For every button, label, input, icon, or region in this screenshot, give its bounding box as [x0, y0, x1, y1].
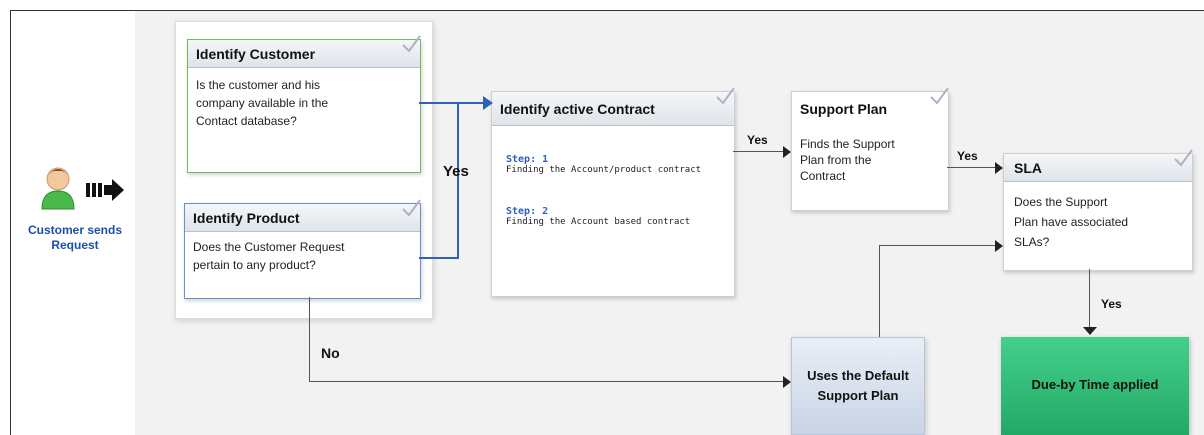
support-plan-text: Finds the Support Plan from the Contract [800, 136, 940, 184]
step2-desc: Finding the Account based contract [506, 217, 691, 227]
edge-label-yes-2: Yes [747, 133, 768, 147]
default-plan-box: Uses the Default Support Plan [791, 337, 925, 435]
identify-product-line1: Does the Customer Request [193, 240, 345, 254]
step1-title: Step: 1 [506, 154, 549, 165]
sla-box: SLA Does the Support Plan have associate… [1003, 149, 1193, 271]
identify-customer-line1: Is the customer and his [196, 78, 321, 92]
identify-customer-title: Identify Customer [188, 40, 420, 68]
arrowhead-icon [783, 146, 791, 158]
connector-product-vertical [457, 102, 459, 259]
edge-label-no: No [321, 345, 340, 361]
connector-contract-support [733, 151, 789, 152]
identify-product-line2: pertain to any product? [193, 258, 316, 272]
identify-customer-line2: company available in the [196, 96, 329, 110]
arrowhead-icon [783, 376, 791, 388]
support-plan-title: Support Plan [800, 101, 888, 117]
arrowhead-icon [1083, 327, 1097, 335]
check-icon [930, 87, 949, 105]
contract-step2: Step: 2 Finding the Account based contra… [506, 206, 690, 227]
connector-default-vertical [879, 245, 880, 337]
double-arrow-icon [86, 179, 124, 201]
default-plan-line1: Uses the Default [807, 368, 909, 383]
support-plan-box: Support Plan Finds the Support Plan from… [791, 87, 949, 211]
due-by-box: Due-by Time applied [1001, 337, 1189, 435]
connector-sla-dueby [1089, 269, 1090, 331]
arrowhead-icon [995, 240, 1003, 252]
diagram-frame: Customer sends Request Identify Customer… [10, 10, 1204, 435]
edge-label-yes-3: Yes [957, 149, 978, 163]
customer-label-line2: Request [51, 238, 99, 252]
customer-figure [41, 167, 124, 210]
identify-contract-box: Identify active Contract Step: 1 Finding… [491, 87, 735, 297]
step2-title: Step: 2 [506, 206, 549, 217]
edge-label-yes-1: Yes [443, 163, 469, 180]
identify-customer-line3: Contact database? [196, 114, 297, 128]
contract-step1: Step: 1 Finding the Account/product cont… [506, 154, 701, 175]
edge-label-yes-4: Yes [1101, 297, 1122, 311]
sla-line3: SLAs? [1014, 235, 1050, 249]
identify-customer-box: Identify Customer Is the customer and hi… [187, 35, 421, 173]
check-icon [716, 87, 735, 105]
connector-no-horizontal [309, 381, 789, 382]
connector-support-sla [947, 167, 1001, 168]
connector-product-horizontal [419, 257, 459, 259]
customer-label-line1: Customer sends [27, 223, 123, 237]
support-plan-line3: Contract [800, 169, 846, 183]
check-icon [402, 35, 421, 53]
check-icon [402, 199, 421, 217]
connector-default-horizontal [879, 245, 999, 246]
sla-line1: Does the Support [1014, 195, 1108, 209]
default-plan-line2: Support Plan [817, 388, 899, 403]
due-by-label: Due-by Time applied [1031, 377, 1159, 392]
identify-contract-title: Identify active Contract [492, 92, 734, 126]
customer-icon [41, 167, 75, 210]
identify-customer-text: Is the customer and his company availabl… [196, 76, 412, 130]
sla-text: Does the Support Plan have associated SL… [1014, 192, 1184, 252]
sla-title: SLA [1004, 154, 1192, 182]
identify-product-box: Identify Product Does the Customer Reque… [184, 199, 421, 299]
support-plan-line2: Plan from the [800, 153, 872, 167]
step1-desc: Finding the Account/product contract [506, 165, 702, 175]
sla-line2: Plan have associated [1014, 215, 1129, 229]
arrowhead-icon [995, 162, 1003, 174]
arrowhead-icon [483, 96, 493, 110]
check-icon [1174, 149, 1193, 167]
identify-product-text: Does the Customer Request pertain to any… [193, 238, 412, 274]
customer-label: Customer sends Request [11, 223, 139, 253]
connector-no-vertical [309, 297, 310, 381]
identify-product-title: Identify Product [185, 204, 420, 232]
connector-customer-contract [419, 102, 489, 104]
support-plan-line1: Finds the Support [800, 137, 895, 151]
